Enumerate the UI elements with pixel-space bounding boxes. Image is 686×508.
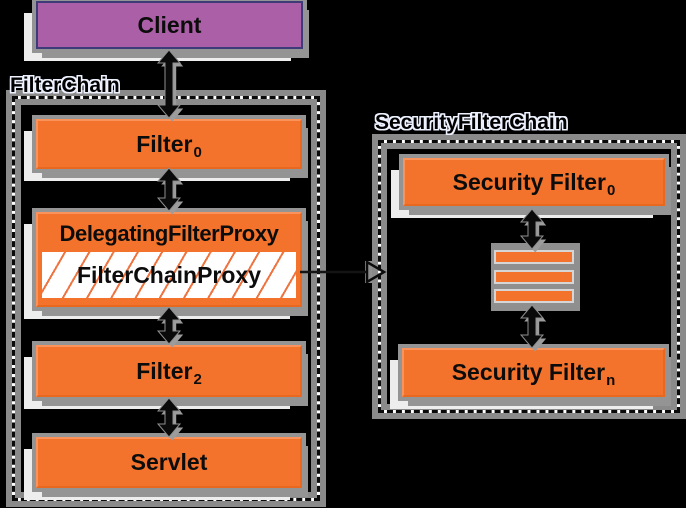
double-arrow-icon [156, 49, 184, 122]
servlet-box: Servlet [36, 437, 302, 488]
filter-chain-proxy-box: FilterChainProxy [42, 252, 296, 298]
servlet-label: Servlet [130, 449, 208, 475]
security-filtern-label: Security Filter [451, 359, 606, 385]
filterchain-title: FilterChain [10, 74, 120, 97]
double-arrow-icon [519, 208, 547, 253]
securityfilterchain-frame [378, 140, 680, 413]
filter2-label: Filter [136, 357, 193, 384]
double-arrow-icon [519, 304, 547, 352]
double-arrow-icon [156, 306, 184, 348]
delegating-filter-proxy-label: DelegatingFilterProxy [59, 221, 279, 246]
delegation-arrow-icon [300, 259, 387, 285]
double-arrow-icon [156, 167, 184, 215]
client-box: Client [36, 1, 303, 49]
delegating-filter-proxy-box: DelegatingFilterProxy FilterChainProxy [36, 212, 302, 307]
security-filter0-label: Security Filter [452, 168, 607, 195]
securityfilterchain-title: SecurityFilterChain [375, 111, 568, 134]
security-filter0-subscript: 0 [607, 181, 616, 199]
ellipsis-bar [494, 270, 574, 284]
delegation-arrow-shadow [365, 261, 387, 283]
security-filter-ellipsis [491, 243, 580, 311]
client-label: Client [137, 11, 202, 38]
security-filtern-subscript: n [606, 372, 616, 389]
filter0-label: Filter [136, 130, 193, 157]
ellipsis-bar [494, 289, 574, 303]
filter-chain-proxy-label: FilterChainProxy [76, 261, 262, 288]
filter0-subscript: 0 [193, 143, 202, 161]
double-arrow-icon [156, 397, 184, 441]
filter2-subscript: 2 [193, 370, 202, 388]
